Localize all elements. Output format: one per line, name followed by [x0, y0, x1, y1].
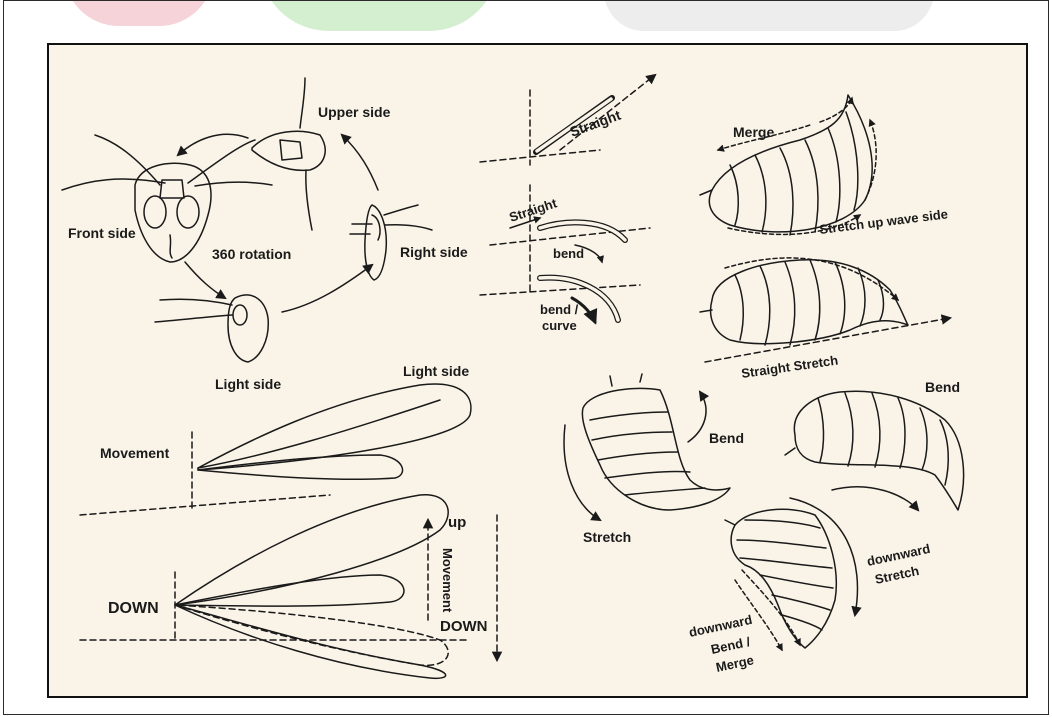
- label-up: up: [448, 514, 466, 531]
- abdomen-merge-stretch: [700, 95, 876, 235]
- label-down-left: DOWN: [108, 600, 159, 617]
- diagram-labels: Upper side Front side 360 rotation Right…: [68, 104, 960, 675]
- label-merge-top: Merge: [733, 124, 774, 140]
- label-stretch-center: Stretch: [583, 529, 631, 545]
- label-movement-left: Movement: [100, 445, 170, 461]
- label-light-side-wing: Light side: [403, 363, 469, 379]
- label-downward-stretch-line1: downward: [866, 541, 932, 569]
- label-upper-side: Upper side: [318, 104, 391, 120]
- label-downward-stretch-line2: Stretch: [874, 563, 921, 587]
- label-360-rotation: 360 rotation: [212, 246, 291, 262]
- antenna-straight-diagram: [480, 75, 655, 165]
- wing-movement-up-down: [80, 495, 497, 679]
- label-bend-mid: bend: [553, 246, 584, 261]
- abdomen-bend-right: [785, 391, 964, 510]
- label-bend-curve-line2: curve: [542, 318, 577, 333]
- label-movement-vertical: Movement: [440, 548, 455, 613]
- abdomen-bend-stretch: [564, 374, 730, 520]
- head-light-side: [155, 295, 268, 362]
- label-right-side: Right side: [400, 244, 468, 260]
- label-bend-right: Bend: [925, 379, 960, 395]
- label-bend-curve-line1: bend /: [540, 302, 579, 317]
- abdomen-straight-stretch: [700, 258, 950, 362]
- label-downward-bend-line3: Merge: [715, 652, 756, 675]
- head-right-side: [350, 205, 432, 280]
- label-light-side-head: Light side: [215, 376, 281, 392]
- head-upper-side: [252, 78, 325, 230]
- label-straight-stretch: Straight Stretch: [740, 353, 839, 381]
- label-down-right: DOWN: [440, 618, 488, 635]
- label-front-side: Front side: [68, 225, 136, 241]
- rotation-arrows: [178, 134, 378, 312]
- head-front-side: [62, 135, 272, 262]
- label-bend-center: Bend: [709, 430, 744, 446]
